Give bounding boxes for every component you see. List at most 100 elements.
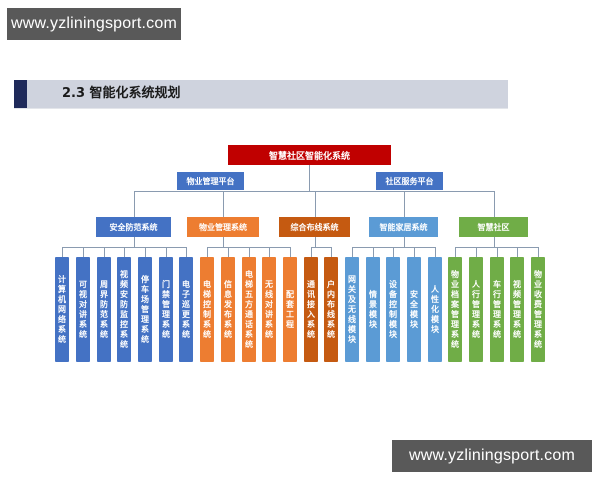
connector-leaf — [497, 247, 498, 257]
connector-system-down-smart-community — [494, 237, 495, 247]
connector-system-smart-home — [404, 191, 405, 217]
platform-property-management: 物业管理平台 — [177, 172, 244, 190]
leaf-char: 无 — [265, 279, 273, 289]
leaf-char: 无 — [348, 304, 356, 314]
leaf-char: 发 — [224, 299, 232, 309]
connector-leaf — [228, 247, 229, 257]
leaf-char: 理 — [534, 319, 542, 329]
connector-leaf — [290, 247, 291, 257]
leaf-char: 监 — [120, 309, 128, 319]
leaf-char: 梯 — [245, 279, 253, 289]
leaf-node-property: 信息发布系统 — [221, 257, 235, 362]
leaf-node-security: 停车场管理系统 — [138, 257, 152, 362]
leaf-char: 性 — [431, 294, 439, 304]
leaf-char: 巡 — [182, 299, 190, 309]
system-node-smart-home: 智能家居系统 — [369, 217, 438, 237]
leaf-char: 系 — [472, 319, 480, 329]
connector-leaf — [207, 247, 208, 257]
leaf-char: 内 — [327, 289, 335, 299]
leaf-node-smart-community: 物业档案管理系统 — [448, 257, 462, 362]
leaf-node-smart-community: 人行管理系统 — [469, 257, 483, 362]
leaf-char: 统 — [245, 339, 253, 349]
connector-leaf — [249, 247, 250, 257]
leaf-char: 行 — [493, 289, 501, 299]
connector-leaf — [62, 247, 63, 257]
section-header: 2.3 智能化系统规划 — [14, 80, 508, 108]
connector-system-down-smart-home — [404, 237, 405, 247]
leaf-char: 模 — [389, 319, 397, 329]
connector-leaf — [414, 247, 415, 257]
leaf-char: 档 — [451, 289, 459, 299]
leaf-char: 信 — [224, 279, 232, 289]
leaf-char: 统 — [472, 329, 480, 339]
system-node-smart-community: 智慧社区 — [459, 217, 528, 237]
leaf-char: 统 — [307, 329, 315, 339]
leaf-char: 行 — [472, 289, 480, 299]
leaf-char: 系 — [203, 319, 211, 329]
connector-system-property — [223, 191, 224, 217]
leaf-node-smart-home: 设备控制模块 — [386, 257, 400, 362]
leaf-char: 范 — [100, 309, 108, 319]
leaf-node-smart-home: 网关及无线模块 — [345, 257, 359, 362]
connector-leaf — [331, 247, 332, 257]
leaf-char: 模 — [348, 324, 356, 334]
leaf-char: 业 — [451, 279, 459, 289]
leaf-char: 配 — [286, 289, 294, 299]
leaf-char: 方 — [245, 299, 253, 309]
connector-leaf — [435, 247, 436, 257]
leaf-char: 统 — [100, 329, 108, 339]
leaf-char: 理 — [472, 309, 480, 319]
leaf-char: 讯 — [307, 289, 315, 299]
leaf-char: 收 — [534, 289, 542, 299]
connector-leaf — [538, 247, 539, 257]
leaf-char: 五 — [245, 289, 253, 299]
leaf-char: 对 — [79, 299, 87, 309]
leaf-char: 系 — [245, 329, 253, 339]
leaf-node-property: 电梯控制系统 — [200, 257, 214, 362]
leaf-char: 系 — [265, 319, 273, 329]
leaf-char: 系 — [100, 319, 108, 329]
leaf-char: 息 — [224, 289, 232, 299]
leaf-char: 户 — [327, 279, 335, 289]
leaf-char: 关 — [348, 284, 356, 294]
leaf-char: 入 — [307, 309, 315, 319]
leaf-char: 通 — [245, 309, 253, 319]
leaf-char: 统 — [203, 329, 211, 339]
leaf-char: 块 — [389, 329, 397, 339]
connector-leaf — [455, 247, 456, 257]
leaf-char: 案 — [451, 299, 459, 309]
leaf-char: 管 — [513, 299, 521, 309]
section-title: 2.3 智能化系统规划 — [62, 86, 181, 101]
leaf-char: 系 — [120, 329, 128, 339]
leaf-char: 电 — [203, 279, 211, 289]
leaf-char: 车 — [141, 284, 149, 294]
leaf-char: 线 — [327, 309, 335, 319]
leaf-char: 讲 — [79, 309, 87, 319]
leaf-char: 全 — [410, 299, 418, 309]
leaf-char: 场 — [141, 294, 149, 304]
leaf-char: 防 — [100, 299, 108, 309]
leaf-char: 工 — [286, 309, 294, 319]
leaf-char: 管 — [493, 299, 501, 309]
leaf-char: 费 — [534, 299, 542, 309]
leaf-char: 讲 — [265, 309, 273, 319]
leaf-char: 块 — [431, 324, 439, 334]
leaf-char: 网 — [348, 274, 356, 284]
leaf-node-cabling: 通讯接入系统 — [304, 257, 318, 362]
leaf-node-security: 周界防范系统 — [97, 257, 111, 362]
connector-system-security — [134, 191, 135, 217]
leaf-char: 视 — [120, 269, 128, 279]
leaf-char: 线 — [265, 289, 273, 299]
leaf-char: 情 — [369, 289, 377, 299]
leaf-char: 计 — [58, 274, 66, 284]
leaf-char: 制 — [389, 309, 397, 319]
leaf-char: 系 — [224, 319, 232, 329]
leaf-char: 统 — [182, 329, 190, 339]
leaf-char: 防 — [120, 299, 128, 309]
leaf-char: 化 — [431, 304, 439, 314]
leaf-char: 统 — [451, 339, 459, 349]
leaf-char: 算 — [58, 284, 66, 294]
leaf-char: 理 — [451, 319, 459, 329]
leaf-char: 管 — [472, 299, 480, 309]
leaf-char: 统 — [120, 339, 128, 349]
